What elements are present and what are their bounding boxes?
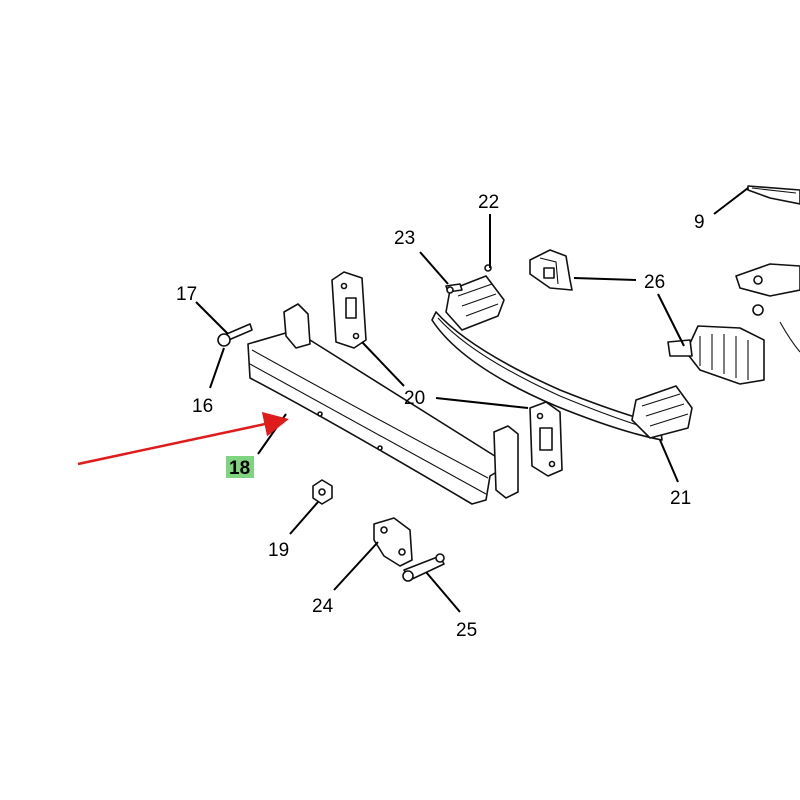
part-21-absorber-rail — [431, 275, 693, 441]
callout-25: 25 — [456, 620, 477, 641]
part-20-plate-left — [331, 271, 367, 349]
part-25-stud — [402, 553, 445, 582]
leader-26a — [573, 277, 637, 281]
part-18-bumper-beam — [247, 303, 519, 505]
leader-20a — [361, 341, 405, 387]
callout-22: 22 — [478, 192, 499, 213]
callout-26: 26 — [644, 272, 665, 293]
leader-9 — [713, 187, 749, 215]
part-26-clip-block — [667, 325, 765, 385]
part-24-bracket — [373, 517, 413, 567]
callout-19: 19 — [268, 540, 289, 561]
callout-18-highlight — [226, 456, 254, 478]
leader-16 — [209, 347, 225, 389]
red-pointer-arrow — [77, 411, 289, 466]
part-26-bracket — [529, 249, 573, 291]
leader-23 — [419, 251, 449, 285]
callout-17: 17 — [176, 284, 197, 305]
callout-24: 24 — [312, 596, 334, 617]
upper-right-panel — [735, 263, 800, 353]
part-17-bolt — [217, 323, 253, 347]
part-23-bolt — [445, 283, 463, 294]
leader-lines — [195, 187, 749, 613]
leader-17 — [195, 301, 229, 335]
part-19-nut — [312, 479, 333, 505]
leader-19 — [289, 501, 319, 535]
leader-26b — [657, 293, 685, 347]
callout-23: 23 — [394, 228, 415, 249]
leader-20b — [435, 397, 529, 409]
callout-9: 9 — [694, 212, 705, 233]
part-9-bracket — [747, 185, 800, 205]
leader-21 — [659, 439, 679, 483]
callout-20: 20 — [404, 388, 425, 409]
leader-25 — [425, 571, 461, 613]
callout-21: 21 — [670, 488, 691, 509]
callout-16: 16 — [192, 396, 213, 417]
leader-24 — [333, 541, 379, 591]
part-20-plate-right — [529, 401, 563, 477]
callout-18: 18 — [229, 458, 250, 479]
